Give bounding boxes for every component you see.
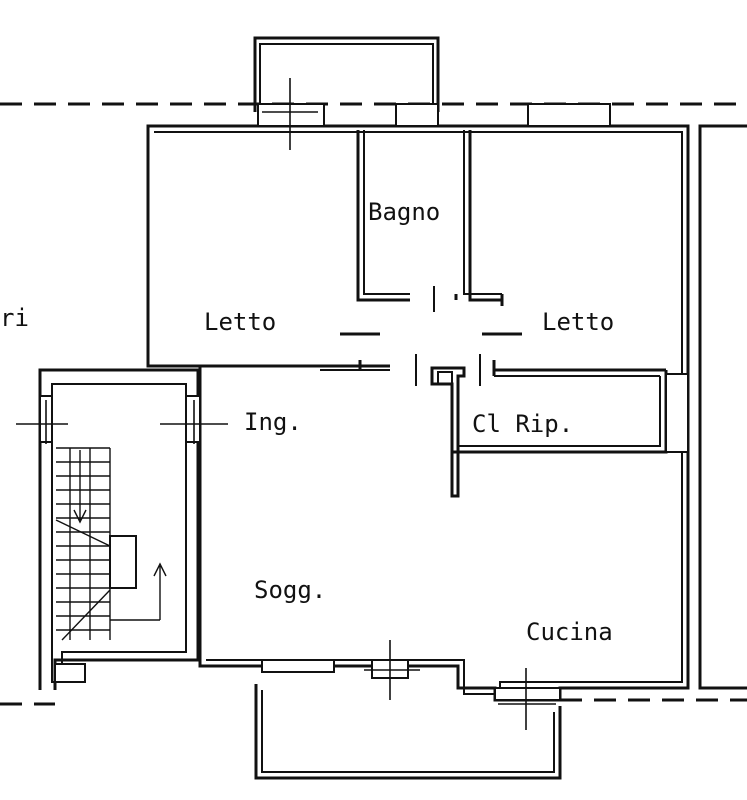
window-stair-right (185, 395, 201, 443)
property-boundary (0, 102, 747, 706)
label-bagno: Bagno (368, 198, 440, 226)
bottom-balcony (254, 684, 562, 780)
room-labels: Bagno Letto Letto Ing. Cl Rip. Sogg. Cuc… (0, 198, 614, 646)
windows (39, 103, 689, 701)
label-soggiorno: Sogg. (254, 576, 326, 604)
label-ingresso: Ing. (244, 408, 302, 436)
label-letto-right: Letto (542, 308, 614, 336)
neighbour-wall-right (698, 124, 747, 690)
label-letto-left: Letto (204, 308, 276, 336)
window-rip-right (665, 373, 689, 453)
window-top-left (257, 103, 325, 127)
label-cl-rip: Cl Rip. (472, 410, 573, 438)
stair-steps (55, 447, 167, 641)
cross-marks (16, 78, 556, 730)
label-cucina: Cucina (526, 618, 613, 646)
interior-walls (148, 130, 668, 498)
window-bagno (395, 103, 439, 127)
window-bottom-sogg (261, 659, 335, 673)
label-cut-off-left: ri (0, 304, 29, 332)
top-balcony (253, 36, 440, 112)
window-stair-bottom (54, 663, 86, 683)
window-top-right (527, 103, 611, 127)
stairwell (38, 368, 200, 690)
window-bottom-cucina (494, 687, 561, 701)
